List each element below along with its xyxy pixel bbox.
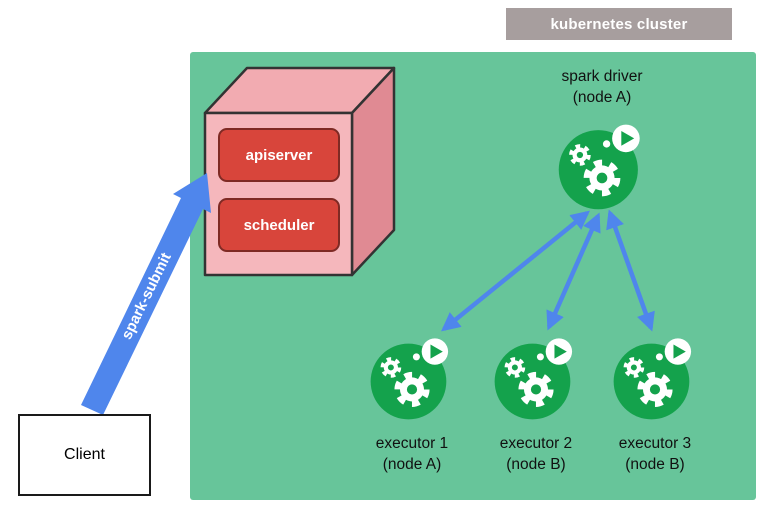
gear-play-icon <box>559 125 640 210</box>
gear-play-icon <box>614 338 691 419</box>
executor-1-label-line2: (node A) <box>382 456 442 473</box>
scheduler-box: scheduler <box>218 198 340 252</box>
driver-executor-3-arrow <box>606 209 655 332</box>
executor-1-pod-icon <box>368 334 456 422</box>
executor-2-label-line2: (node B) <box>506 456 566 473</box>
driver-executor-2-arrow <box>546 212 601 331</box>
spark-driver-label-line2: (node A) <box>572 89 632 106</box>
spark-driver-pod-icon <box>556 120 648 212</box>
executor-3-label: executor 3 (node B) <box>590 433 720 475</box>
spark-submit-label: spark-submit <box>118 250 175 342</box>
executor-2-label-line1: executor 2 <box>499 435 573 452</box>
executor-2-label: executor 2 (node B) <box>471 433 601 475</box>
spark-driver-label: spark driver (node A) <box>520 66 684 108</box>
executor-3-pod-icon <box>611 334 699 422</box>
executor-1-label: executor 1 (node A) <box>347 433 477 475</box>
spark-driver-label-line1: spark driver <box>561 68 643 85</box>
kubernetes-cluster-label: kubernetes cluster <box>506 8 732 40</box>
apiserver-box: apiserver <box>218 128 340 182</box>
spark-submit-arrow <box>81 173 211 415</box>
executor-2-pod-icon <box>492 334 580 422</box>
gear-play-icon <box>371 338 448 419</box>
executor-3-label-line2: (node B) <box>625 456 685 473</box>
executor-3-label-line1: executor 3 <box>618 435 692 452</box>
gear-play-icon <box>495 338 572 419</box>
driver-executor-1-arrow <box>441 210 590 332</box>
client-box: Client <box>18 414 151 496</box>
executor-1-label-line1: executor 1 <box>375 435 449 452</box>
